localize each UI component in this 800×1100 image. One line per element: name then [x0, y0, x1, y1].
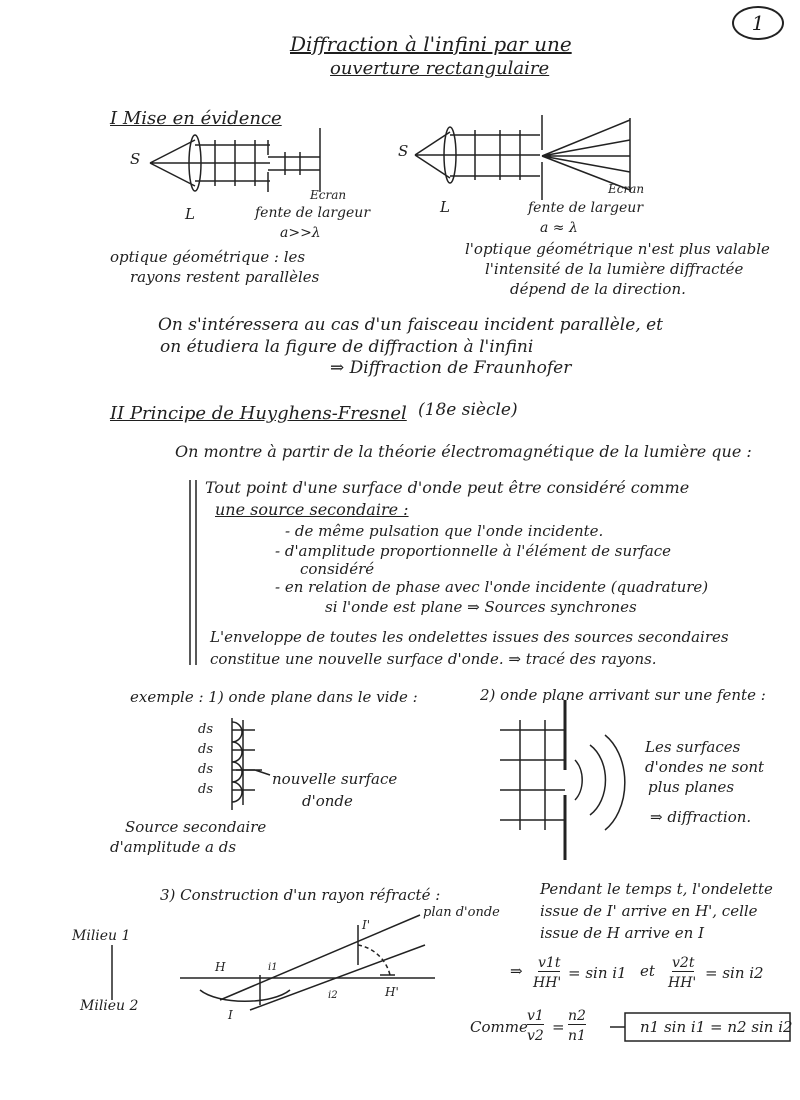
- left-screen-label: Ecran: [310, 188, 347, 202]
- ex1-ds-1: ds: [198, 722, 213, 737]
- right-slit-label: fente de largeur: [528, 200, 644, 216]
- section2-heading: II Principe de Huyghens-Fresnel: [110, 403, 407, 424]
- plane-wave-figure: [231, 718, 271, 810]
- note-left-1: optique géométrique : les: [110, 248, 306, 266]
- ex3-text-1: Pendant le temps t, l'ondelette: [540, 880, 773, 898]
- statement-line-8: L'enveloppe de toutes les ondelettes iss…: [210, 628, 729, 646]
- ex1-new-surface-2: d'onde: [302, 792, 353, 810]
- ex2-note-3: plus planes: [648, 778, 735, 796]
- ex1-source-1: Source secondaire: [125, 818, 267, 836]
- section1-conclusion: ⇒ Diffraction de Fraunhofer: [330, 358, 572, 378]
- snell-law-result: n1 sin i1 = n2 sin i2: [640, 1018, 793, 1036]
- ex3-point-Hprime: H': [385, 985, 399, 999]
- page-number: 1: [732, 6, 784, 40]
- eq-arrow: ⇒: [510, 962, 523, 980]
- eq2-equals: =: [552, 1018, 565, 1036]
- ex1-source-2: d'amplitude a ds: [110, 838, 237, 856]
- title-line-2: ouverture rectangulaire: [330, 58, 550, 79]
- eq2-rhs-numerator: n2: [568, 1008, 586, 1025]
- eq2-lhs-denominator: v2: [527, 1028, 544, 1044]
- ex3-text-3: issue de H arrive en I: [540, 924, 705, 942]
- eq1a-rhs: = sin i1: [568, 964, 627, 982]
- section1-heading: I Mise en évidence: [110, 108, 282, 129]
- ex1-new-surface-1: nouvelle surface: [272, 770, 398, 788]
- refraction-figure: [111, 914, 435, 1011]
- statement-line-4: - d'amplitude proportionnelle à l'élémen…: [275, 542, 672, 560]
- ex1-ds-2: ds: [198, 742, 213, 757]
- ex2-label: 2) onde plane arrivant sur une fente :: [480, 686, 766, 704]
- ex3-wave-plane: plan d'onde: [423, 905, 500, 920]
- ex1-ds-3: ds: [198, 762, 213, 777]
- statement-line-2: une source secondaire :: [215, 500, 409, 519]
- ex3-angle-i2: i2: [328, 990, 338, 1001]
- note-left-2: rayons restent parallèles: [130, 268, 320, 286]
- statement-line-1: Tout point d'une surface d'onde peut êtr…: [205, 478, 690, 497]
- left-slit-condition: a>>λ: [280, 225, 321, 241]
- left-source-label: S: [130, 150, 141, 168]
- left-diffraction-figure: [149, 128, 321, 192]
- section2-century: (18e siècle): [418, 400, 518, 420]
- statement-line-7: si l'onde est plane ⇒ Sources synchrones: [325, 598, 637, 616]
- eq1b-numerator: v2t: [672, 955, 695, 972]
- ex2-note-4: ⇒ diffraction.: [650, 808, 752, 826]
- left-slit-label: fente de largeur: [255, 205, 371, 221]
- ex3-point-Iprime: I': [362, 918, 371, 932]
- ex3-label: 3) Construction d'un rayon réfracté :: [160, 886, 441, 904]
- ex1-ds-4: ds: [198, 782, 213, 797]
- right-lens-label: L: [440, 198, 450, 216]
- ex3-point-I: I: [228, 1008, 233, 1022]
- ex2-note-2: d'ondes ne sont: [645, 758, 765, 776]
- section1-para-2: on étudiera la figure de diffraction à l…: [160, 337, 534, 357]
- eq2-lhs-numerator: v1: [527, 1008, 544, 1025]
- eq1b-rhs: = sin i2: [705, 964, 764, 982]
- ex3-point-H: H: [215, 960, 226, 974]
- statement-line-6: - en relation de phase avec l'onde incid…: [275, 578, 709, 596]
- ex3-medium-1: Milieu 1: [72, 928, 131, 944]
- ex3-medium-2: Milieu 2: [80, 998, 139, 1014]
- ex3-text-2: issue de I' arrive en H', celle: [540, 902, 758, 920]
- statement-line-9: constitue une nouvelle surface d'onde. ⇒…: [210, 650, 657, 668]
- eq1a-numerator: v1t: [538, 955, 561, 972]
- note-right-3: dépend de la direction.: [510, 280, 686, 298]
- eq2-rhs-denominator: n1: [568, 1028, 586, 1044]
- statement-line-3: - de même pulsation que l'onde incidente…: [285, 522, 604, 540]
- eq2-comme: Comme: [470, 1018, 528, 1036]
- title-line-1: Diffraction à l'infini par une: [290, 32, 572, 56]
- ex3-angle-i1: i1: [268, 962, 278, 973]
- left-lens-label: L: [185, 205, 195, 223]
- ex1-label: exemple : 1) onde plane dans le vide :: [130, 688, 418, 706]
- eq1a-denominator: HH': [533, 975, 562, 991]
- statement-line-5: considéré: [300, 560, 375, 578]
- right-slit-condition: a ≈ λ: [540, 220, 578, 236]
- note-right-2: l'intensité de la lumière diffractée: [485, 260, 744, 278]
- eq-and: et: [640, 962, 655, 980]
- right-screen-label: Ecran: [608, 182, 645, 196]
- section1-para-1: On s'intéressera au cas d'un faisceau in…: [158, 315, 663, 335]
- section2-intro: On montre à partir de la théorie électro…: [175, 442, 752, 461]
- right-diffraction-figure: [414, 115, 631, 200]
- eq1b-denominator: HH': [668, 975, 697, 991]
- ex2-note-1: Les surfaces: [645, 738, 741, 756]
- right-source-label: S: [398, 142, 409, 160]
- slit-wave-figure: [500, 700, 626, 860]
- note-right-1: l'optique géométrique n'est plus valable: [465, 240, 770, 258]
